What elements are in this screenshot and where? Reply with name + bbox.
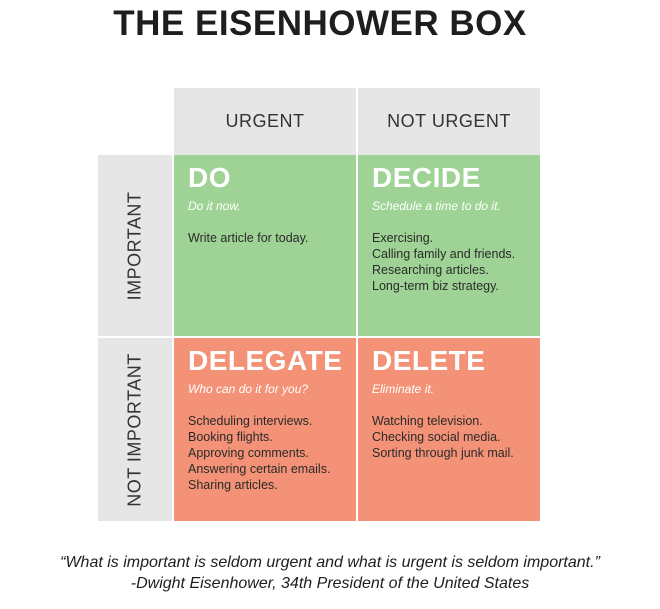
row-header-important-label: IMPORTANT (124, 191, 145, 300)
quadrant-do: DO Do it now. Write article for today. (174, 155, 356, 336)
quadrant-heading: DO (188, 162, 231, 193)
quadrant-list: Write article for today. (188, 230, 346, 246)
list-item: Sharing articles. (188, 478, 278, 492)
quadrant-subtitle: Do it now. (188, 199, 241, 213)
row-header-important: IMPORTANT (98, 155, 172, 336)
page-title: THE EISENHOWER BOX (113, 4, 527, 43)
quadrant-list: Exercising. Calling family and friends. … (372, 230, 530, 294)
row-header-not-important: NOT IMPORTANT (98, 338, 172, 521)
list-item: Scheduling interviews. (188, 414, 313, 428)
list-item: Write article for today. (188, 231, 309, 245)
quadrant-list: Scheduling interviews. Booking flights. … (188, 413, 346, 493)
list-item: Sorting through junk mail. (372, 446, 514, 460)
quadrant-heading: DELETE (372, 345, 486, 376)
quadrant-decide: DECIDE Schedule a time to do it. Exercis… (358, 155, 540, 336)
quadrant-delete: DELETE Eliminate it. Watching television… (358, 338, 540, 521)
list-item: Booking flights. (188, 430, 273, 444)
quote-attribution: -Dwight Eisenhower, 34th President of th… (130, 575, 530, 592)
row-header-not-important-label: NOT IMPORTANT (124, 352, 145, 507)
list-item: Checking social media. (372, 430, 501, 444)
list-item: Calling family and friends. (372, 247, 516, 261)
quote-text: “What is important is seldom urgent and … (60, 554, 600, 571)
quadrant-subtitle: Eliminate it. (372, 382, 435, 396)
quadrant-heading: DECIDE (372, 162, 481, 193)
quadrant-subtitle: Schedule a time to do it. (372, 199, 501, 213)
quadrant-subtitle: Who can do it for you? (188, 382, 309, 396)
list-item: Watching television. (372, 414, 483, 428)
list-item: Exercising. (372, 231, 434, 245)
column-header-not-urgent: NOT URGENT (358, 88, 540, 155)
quadrant-list: Watching television. Checking social med… (372, 413, 530, 461)
quadrant-heading: DELEGATE (188, 345, 343, 376)
list-item: Approving comments. (188, 446, 309, 460)
list-item: Answering certain emails. (188, 462, 331, 476)
column-header-urgent: URGENT (174, 88, 356, 155)
quadrant-delegate: DELEGATE Who can do it for you? Scheduli… (174, 338, 356, 521)
list-item: Researching articles. (372, 263, 489, 277)
list-item: Long-term biz strategy. (372, 279, 499, 293)
